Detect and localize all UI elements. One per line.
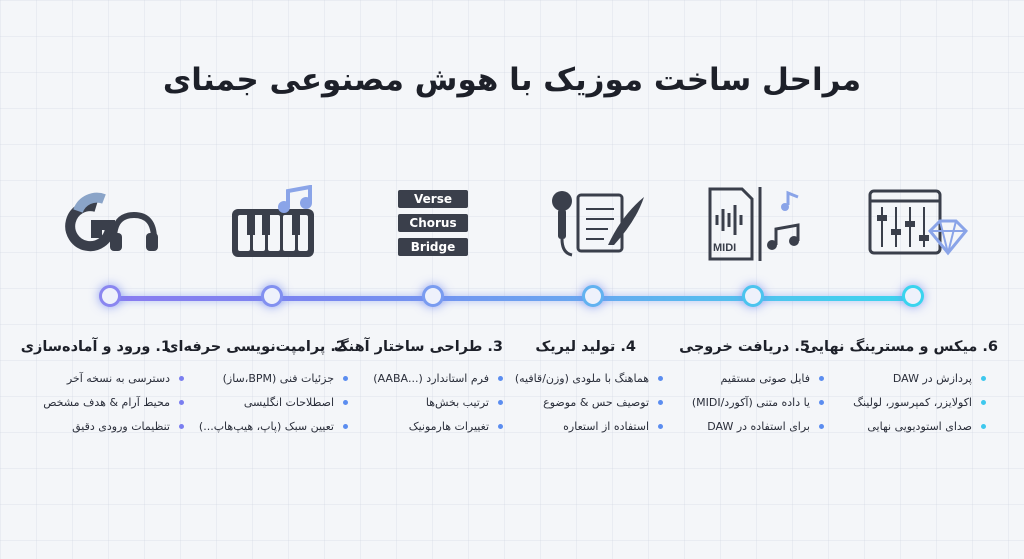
step-title: 6. میکس و مسترینگ نهایی (803, 339, 998, 355)
chorus-block: Chorus (398, 214, 468, 232)
list-item: اصطلاحات انگلیسی (199, 394, 349, 418)
timeline-node-4 (582, 285, 604, 307)
step-title: 4. تولید لیریک (535, 339, 636, 355)
step-bullets: دسترسی به نسخه آخر محیط آرام & هدف مشخص … (43, 370, 184, 442)
step-title: 1. ورود و آماده‌سازی (20, 339, 171, 355)
list-item: پردازش در DAW (853, 370, 986, 394)
timeline-node-2 (261, 285, 283, 307)
list-item: تنظیمات ورودی دقیق (43, 418, 184, 442)
step-title: 2. پرامپت‌نویسی حرفه‌ای (165, 339, 346, 355)
verse-block: Verse (398, 190, 468, 208)
google-headphones-icon (64, 185, 164, 265)
list-item: جزئیات فنی (BPM،ساز) (199, 370, 349, 394)
list-item: فایل صوتی مستقیم (692, 370, 825, 394)
list-item: تعیین سبک (پاپ، هیپ‌هاپ...) (199, 418, 349, 442)
timeline-node-5 (742, 285, 764, 307)
step-title: 3. طراحی ساختار آهنگ (333, 339, 503, 355)
step-bullets: پردازش در DAW اکولایزر، کمپرسور، لولینگ … (853, 370, 986, 442)
list-item: تغییرات هارمونیک (373, 418, 503, 442)
list-item: محیط آرام & هدف مشخص (43, 394, 184, 418)
song-structure-blocks-icon: Verse Chorus Bridge (388, 186, 488, 266)
mixer-sliders-diamond-icon (868, 185, 969, 265)
list-item: دسترسی به نسخه آخر (43, 370, 184, 394)
list-item: برای استفاده در DAW (692, 418, 825, 442)
step-bullets: فایل صوتی مستقیم یا داده متنی (آکورد/MID… (692, 370, 825, 442)
timeline-line (110, 296, 912, 301)
list-item: اکولایزر، کمپرسور، لولینگ (853, 394, 986, 418)
list-item: ترتیب بخش‌ها (373, 394, 503, 418)
list-item: توصیف حس & موضوع (515, 394, 664, 418)
page-title: مراحل ساخت موزیک با هوش مصنوعی جمنای (162, 62, 862, 98)
piano-music-note-icon (226, 184, 326, 265)
timeline-node-1 (99, 285, 121, 307)
step-bullets: هماهنگ با ملودی (وزن/قافیه) توصیف حس & م… (515, 370, 664, 442)
list-item: فرم استاندارد (...AABA) (373, 370, 503, 394)
step-title: 5. دریافت خروجی (679, 339, 810, 355)
svg-text:MIDI: MIDI (713, 242, 736, 254)
timeline-node-6 (902, 285, 924, 307)
step-bullets: فرم استاندارد (...AABA) ترتیب بخش‌ها تغی… (373, 370, 503, 442)
bridge-block: Bridge (398, 238, 468, 256)
list-item: استفاده از استعاره (515, 418, 664, 442)
list-item: هماهنگ با ملودی (وزن/قافیه) (515, 370, 664, 394)
timeline-node-3 (422, 285, 444, 307)
microphone-notebook-quill-icon (548, 185, 648, 265)
list-item: صدای استودیویی نهایی (853, 418, 986, 442)
step-bullets: جزئیات فنی (BPM،ساز) اصطلاحات انگلیسی تع… (199, 370, 349, 442)
midi-file-music-icon: MIDI (708, 185, 808, 265)
list-item: یا داده متنی (آکورد/MIDI) (692, 394, 825, 418)
